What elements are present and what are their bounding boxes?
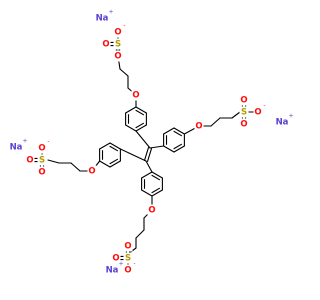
sodium-ion-top-symbol: Na [96, 14, 109, 24]
sulfonate-bottom-oxygen-anion-charge: - [133, 261, 135, 268]
sodium-ion-left-charge: + [22, 138, 27, 145]
aryl-bond [149, 145, 165, 149]
ring-right-inner [173, 143, 183, 150]
sulfonate-right-oxygen-symbol: O [240, 96, 247, 106]
ring-top [125, 106, 137, 114]
sulfonate-left-oxygen-symbol: O [26, 156, 33, 166]
ring-right [163, 145, 175, 153]
ring-left [109, 160, 121, 168]
ether-oxygen-bottom: O [147, 204, 157, 216]
ring-left [99, 160, 111, 168]
ring-left [109, 142, 121, 150]
sulfonate-bottom-oxygen: O [123, 240, 133, 252]
sulfonate-right-sulfur: S [239, 106, 249, 118]
sulfonate-top-oxygen: O [101, 38, 111, 50]
ring-left-inner [109, 145, 119, 152]
ether-oxygen-top: O [131, 89, 141, 101]
aryl-bond [119, 148, 147, 162]
propyl-chain [119, 68, 129, 77]
ring-right [173, 127, 185, 135]
ring-bottom [151, 189, 163, 197]
sulfonate-right-sulfur-symbol: S [241, 108, 247, 118]
sulfonate-bottom-oxygen-symbol: O [124, 242, 131, 252]
propyl-chain [210, 117, 221, 127]
sulfonate-right-oxygen: O [239, 118, 249, 130]
central-double-bond [146, 147, 153, 163]
ring-top-inner [135, 109, 145, 116]
sodium-ion-right-charge: + [288, 113, 293, 120]
sulfonate-top-oxygen-symbol: O [114, 52, 121, 62]
sodium-ion-left-symbol: Na [10, 143, 23, 153]
ring-left [99, 142, 111, 150]
ring-top-inner [135, 122, 145, 129]
ring-top [125, 124, 137, 132]
bond-layer [29, 31, 259, 271]
ether-oxygen-right: O [194, 120, 204, 132]
sodium-ion-bottom-charge: + [118, 261, 123, 268]
sulfonate-left-oxygen: O [25, 154, 35, 166]
sulfonate-left-oxygen-anion-charge: - [47, 139, 49, 146]
sulfonate-top-oxygen-symbol: O [102, 40, 109, 50]
sulfonate-left-oxygen-anion-symbol: O [38, 144, 45, 154]
sulfonate-bottom-oxygen-anion: O- [123, 261, 136, 276]
ring-top [135, 106, 147, 114]
sulfonate-bottom-oxygen-anion-symbol: O [124, 266, 131, 276]
sulfonate-right-oxygen-anion: O- [253, 103, 266, 118]
sulfonate-top-oxygen-anion-symbol: O [114, 28, 121, 38]
ring-bottom [141, 189, 153, 197]
sulfonate-top-sulfur-symbol: S [115, 40, 121, 50]
chain-s-bond [231, 111, 241, 119]
ether-oxygen-bottom-symbol: O [148, 206, 155, 216]
central-double-bond [143, 146, 150, 162]
sulfonate-left-oxygen-symbol: O [38, 168, 45, 178]
aryl-bond [135, 130, 151, 149]
propyl-chain [70, 162, 81, 172]
sulfonate-right-oxygen-anion-charge: - [263, 103, 265, 110]
sodium-ion-left: Na+ [9, 138, 28, 153]
chain-s-bond [47, 159, 60, 164]
ether-oxygen-left: O [87, 165, 97, 177]
ring-left-inner [109, 158, 119, 165]
sulfonate-top-oxygen-anion: O- [113, 23, 126, 38]
ring-top [135, 124, 147, 132]
sulfonate-left-sulfur-symbol: S [39, 156, 45, 166]
ring-right-inner [173, 130, 183, 137]
sulfonate-right-oxygen: O [239, 94, 249, 106]
sodium-ion-bottom-symbol: Na [106, 266, 119, 276]
sulfonate-left-oxygen-anion: O- [37, 139, 50, 154]
propyl-chain [135, 229, 145, 239]
sulfonate-top-sulfur: S [113, 38, 123, 50]
ether-oxygen-right-symbol: O [195, 122, 202, 132]
sulfonate-top-oxygen-anion-charge: - [123, 23, 125, 30]
ring-right [173, 145, 185, 153]
sulfonate-left-sulfur: S [37, 154, 47, 166]
ether-oxygen-top-symbol: O [132, 91, 139, 101]
sodium-ion-right: Na+ [275, 113, 294, 128]
sulfonate-right-oxygen-anion-symbol: O [254, 108, 261, 118]
sodium-ion-top: Na+ [95, 9, 114, 24]
sodium-ion-bottom: Na+ [105, 261, 124, 276]
ring-bottom [151, 171, 163, 179]
sodium-ion-right-symbol: Na [276, 118, 289, 128]
ring-bottom-inner [151, 174, 161, 181]
ether-oxygen-left-symbol: O [88, 167, 95, 177]
sulfonate-left-oxygen: O [37, 166, 47, 178]
sulfonate-bottom-oxygen-symbol: O [112, 254, 119, 264]
sulfonate-top-oxygen: O [113, 50, 123, 62]
sulfonate-bottom-sulfur-symbol: S [125, 254, 131, 264]
sulfonate-bottom-oxygen: O [111, 252, 121, 264]
ring-bottom [141, 171, 153, 179]
sulfonate-right-oxygen-symbol: O [240, 120, 247, 130]
sodium-ion-top-charge: + [108, 9, 113, 16]
ring-bottom-inner [151, 187, 161, 194]
ring-right [163, 127, 175, 135]
sulfonate-bottom-sulfur: S [123, 252, 133, 264]
aryl-bond [145, 160, 153, 173]
